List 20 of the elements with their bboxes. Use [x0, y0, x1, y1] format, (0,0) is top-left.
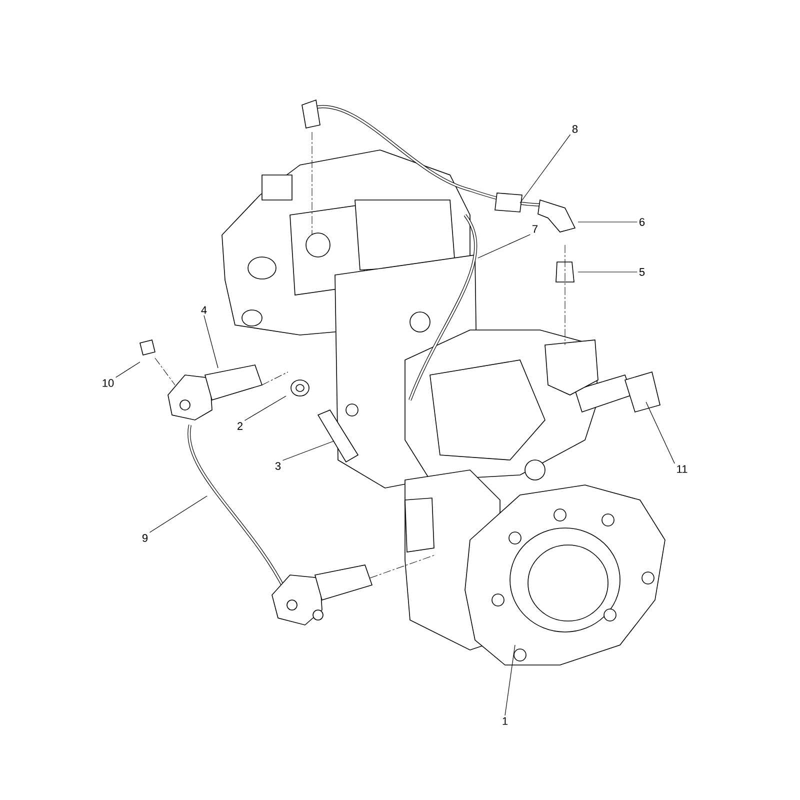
callout-number: 11: [677, 465, 688, 473]
callout-number: 5: [639, 268, 645, 276]
leader-line: [204, 315, 218, 368]
leader-line: [116, 362, 140, 378]
leader-line: [646, 402, 675, 464]
callout-number: 3: [275, 462, 281, 470]
callout-number: 4: [201, 306, 207, 314]
leader-line: [504, 644, 516, 716]
callout-number: 10: [102, 379, 114, 387]
callout-number: 6: [640, 218, 645, 226]
callout-number: 8: [572, 125, 578, 133]
leader-line: [244, 396, 286, 421]
leader-line: [520, 134, 571, 204]
callout-number: 2: [238, 422, 242, 430]
callout-number: 7: [532, 225, 538, 233]
leader-line: [149, 496, 208, 533]
callout-number: 1: [502, 717, 508, 725]
leader-line: [282, 440, 334, 461]
callout-number: 9: [142, 534, 148, 542]
leader-line: [478, 234, 531, 258]
